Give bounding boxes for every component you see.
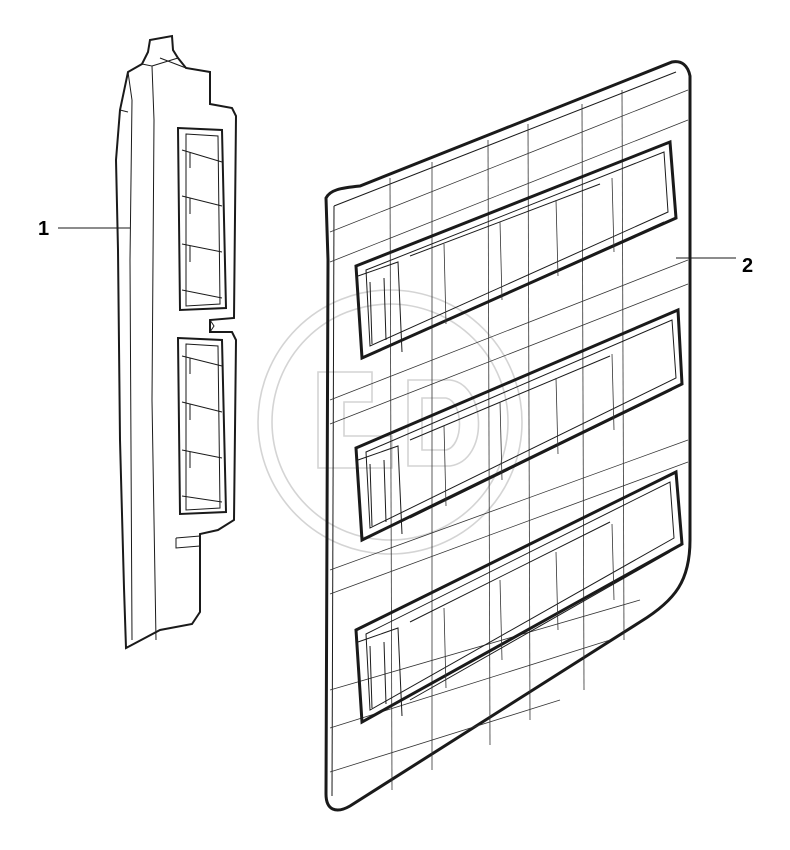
part-1-side-trim — [114, 34, 238, 650]
callout-2-label: 2 — [742, 255, 753, 277]
callout-2: 2 — [676, 255, 753, 277]
part-2-grille-panel — [324, 60, 692, 812]
callout-1-label: 1 — [38, 218, 49, 240]
callout-1: 1 — [38, 218, 130, 240]
